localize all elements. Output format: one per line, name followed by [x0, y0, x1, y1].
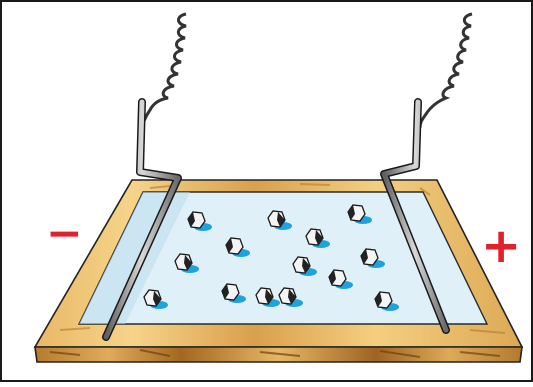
particle-icon [347, 204, 372, 224]
particle-icon [255, 287, 280, 307]
gel-sheet [77, 191, 489, 325]
particles-layer [143, 204, 399, 311]
particle-icon [305, 228, 330, 248]
particle-icon [374, 291, 399, 311]
particle-icon [328, 269, 353, 289]
particle-icon [225, 237, 250, 257]
coiled-wire-icon [140, 12, 187, 127]
coiled-wire-icon [418, 12, 473, 129]
particle-icon [360, 248, 385, 268]
particle-icon [278, 287, 303, 307]
negative-sign: − [46, 208, 83, 259]
particle-icon [187, 211, 212, 231]
particle-icon [174, 253, 199, 273]
positive-electrode [380, 12, 473, 334]
particle-icon [267, 210, 292, 230]
particle-icon [143, 289, 168, 309]
particle-icon [221, 283, 246, 303]
negative-electrode [102, 12, 187, 341]
particle-icon [292, 256, 317, 276]
positive-sign: + [481, 218, 522, 274]
